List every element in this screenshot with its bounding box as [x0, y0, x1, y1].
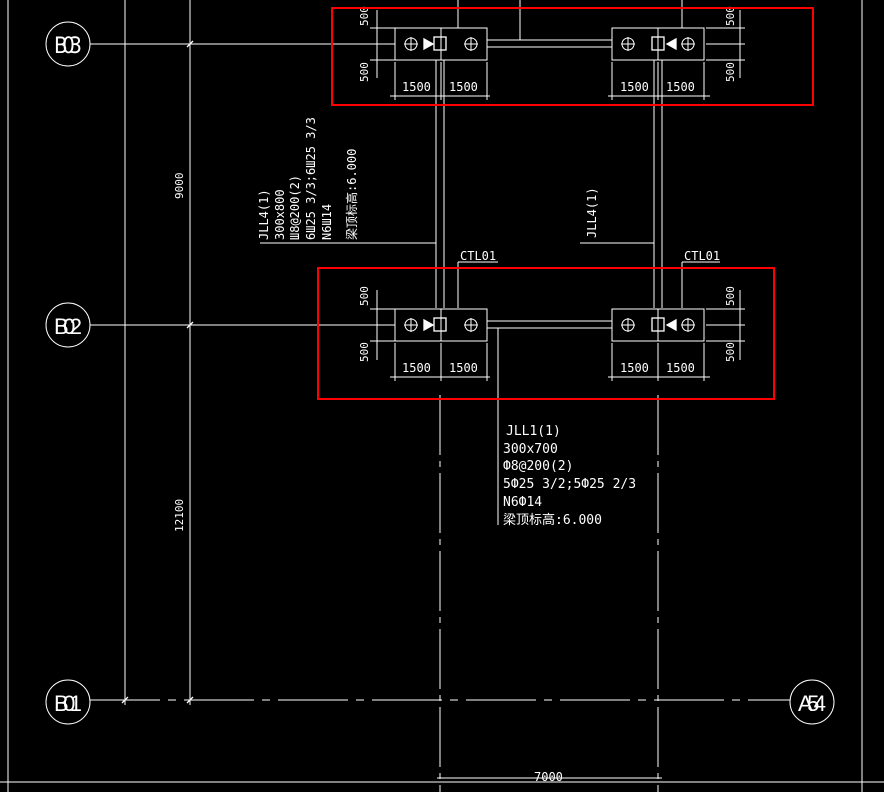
dim-500-b02-right-bottom: 500	[724, 342, 737, 362]
grid-bubble-b02[interactable]: B02	[45, 302, 91, 348]
dim-1500-b03-r2: 1500	[666, 80, 695, 94]
dim-500-b03-right-bottom: 500	[724, 62, 737, 82]
vertical-dimension-lines	[121, 0, 194, 705]
dim-1500-b02-r1: 1500	[620, 361, 649, 375]
pile-cap-b03-left[interactable]	[394, 27, 488, 61]
beam-jll1-annotation: JLL1(1) 300x700 Ф8@200(2) 5Ф25 3/2;5Ф25 …	[503, 424, 636, 528]
grid-label-b01: B01	[54, 691, 82, 716]
beams	[435, 0, 683, 329]
dim-500-b02-left-top: 500	[358, 286, 371, 306]
dimension-7000: 7000	[534, 770, 563, 784]
jll4-left-line2: 300x800	[273, 189, 287, 240]
pile-cap-b02-right[interactable]	[611, 308, 705, 342]
dim-500-b03-left-top: 500	[358, 6, 371, 26]
dimension-ticks	[370, 10, 745, 779]
beam-jll4-left-annotation: JLL4(1) 300x800 Ш8@200(2) 6Ш25 3/3;6Ш25 …	[257, 117, 359, 240]
dim-1500-b02-r2: 1500	[666, 361, 695, 375]
jll4-left-line3: Ш8@200(2)	[288, 175, 302, 240]
highlight-box-b03	[331, 7, 814, 106]
dim-1500-b03-r1: 1500	[620, 80, 649, 94]
dimension-12100: 12100	[173, 499, 186, 532]
cap-label-ctl01-left: CTL01	[460, 249, 496, 263]
jll1-line6: 梁顶标高:6.000	[503, 512, 602, 528]
dimension-9000: 9000	[173, 173, 186, 200]
grid-label-b03: B03	[54, 34, 82, 59]
jll1-line2: 300x700	[503, 442, 558, 457]
dim-1500-b03-l1: 1500	[402, 80, 431, 94]
pile-cap-b03-right[interactable]	[611, 27, 705, 61]
grid-label-a54: A54	[798, 691, 826, 716]
dim-1500-b02-l1: 1500	[402, 361, 431, 375]
jll4-right-line1: JLL4(1)	[585, 187, 599, 238]
dim-500-b03-right-top: 500	[724, 6, 737, 26]
jll4-left-line4: 6Ш25 3/3;6Ш25 3/3	[304, 117, 318, 240]
column-markers	[423, 36, 677, 332]
dim-500-b02-left-bottom: 500	[358, 342, 371, 362]
jll4-left-line1: JLL4(1)	[257, 189, 271, 240]
cap-label-ctl01-right: CTL01	[684, 249, 720, 263]
jll1-line1: JLL1(1)	[506, 424, 561, 439]
pile-cap-b02-left[interactable]	[394, 308, 488, 342]
ctl01-leaders	[457, 261, 720, 308]
grid-bubble-b03[interactable]: B03	[45, 21, 91, 67]
grid-label-b02: B02	[54, 314, 82, 339]
dim-1500-b02-l2: 1500	[449, 361, 478, 375]
jll1-line5: N6Ф14	[503, 495, 542, 510]
dim-500-b02-right-top: 500	[724, 286, 737, 306]
grid-bubble-b01[interactable]: B01	[45, 679, 91, 725]
grid-bubble-a54[interactable]: A54	[789, 679, 835, 725]
jll1-line3: Ф8@200(2)	[503, 459, 573, 474]
jll4-left-line5: N6Ш14	[320, 204, 334, 240]
jll4-left-line6: 梁顶标高:6.000	[344, 149, 359, 240]
highlight-box-b02	[317, 267, 775, 400]
dim-1500-b03-l2: 1500	[449, 80, 478, 94]
jll1-line4: 5Ф25 3/2;5Ф25 2/3	[503, 477, 636, 492]
dim-500-b03-left-bottom: 500	[358, 62, 371, 82]
axis-lines	[439, 395, 659, 792]
